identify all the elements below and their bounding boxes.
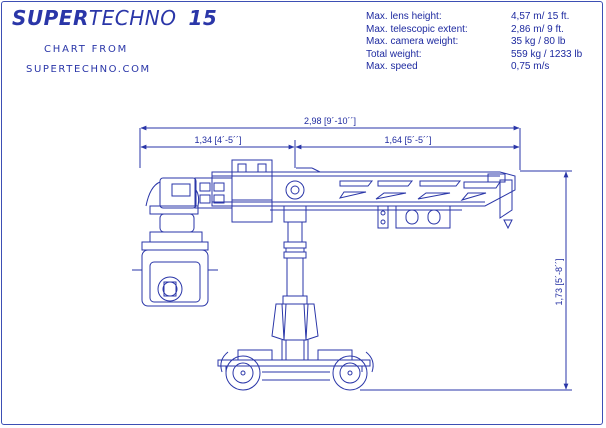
spec-label: Max. speed — [366, 61, 418, 72]
segment-length-dimension — [140, 140, 520, 168]
dolly — [217, 349, 374, 391]
height-dimension — [360, 170, 572, 391]
overall-length-label: 2,98 [9´-10´´] — [304, 116, 356, 126]
spec-row: Max. speed 0,75 m/s — [366, 61, 598, 74]
spec-value: 4,57 m/ 15 ft. — [511, 11, 570, 22]
spec-label: Max. telescopic extent: — [366, 23, 468, 35]
column — [271, 180, 319, 361]
source-site: SUPERTECHNO.COM — [26, 64, 151, 75]
brand-title: SUPERTECHNO 15 — [12, 6, 217, 30]
spec-row: Total weight: 559 kg / 1233 lb — [366, 49, 598, 62]
spec-label: Max. camera weight: — [366, 36, 459, 47]
spec-value: 2,86 m/ 9 ft. — [511, 23, 564, 35]
brand-name-light: TECHNO — [88, 6, 177, 30]
spec-table: Max. lens height: 4,57 m/ 15 ft. Max. tel… — [366, 11, 598, 74]
spec-label: Total weight: — [366, 48, 422, 60]
rear-length-label: 1,34 [4´-5´´] — [194, 135, 241, 145]
overall-length-dimension — [139, 125, 521, 170]
spec-value: 0,75 m/s — [511, 61, 550, 72]
height-label: 1,73 [5´-8´´] — [554, 258, 564, 305]
spec-row: Max. telescopic extent: 2,86 m/ 9 ft. — [366, 24, 598, 37]
front-length-label: 1,64 [5´-5´´] — [384, 135, 431, 145]
brand-model: 15 — [188, 6, 218, 30]
spec-value: 35 kg / 80 lb — [511, 36, 566, 47]
spec-row: Max. lens height: 4,57 m/ 15 ft. — [366, 11, 598, 24]
brand-name-bold: SUPER — [12, 6, 89, 30]
spec-label: Max. lens height: — [366, 11, 442, 22]
chart-from-label: CHART FROM — [44, 44, 129, 55]
spec-row: Max. camera weight: 35 kg / 80 lb — [366, 36, 598, 49]
telescopic-boom — [211, 167, 516, 230]
spec-value: 559 kg / 1233 lb — [511, 48, 583, 60]
counterweight-head — [194, 159, 273, 223]
remote-head — [132, 177, 218, 307]
